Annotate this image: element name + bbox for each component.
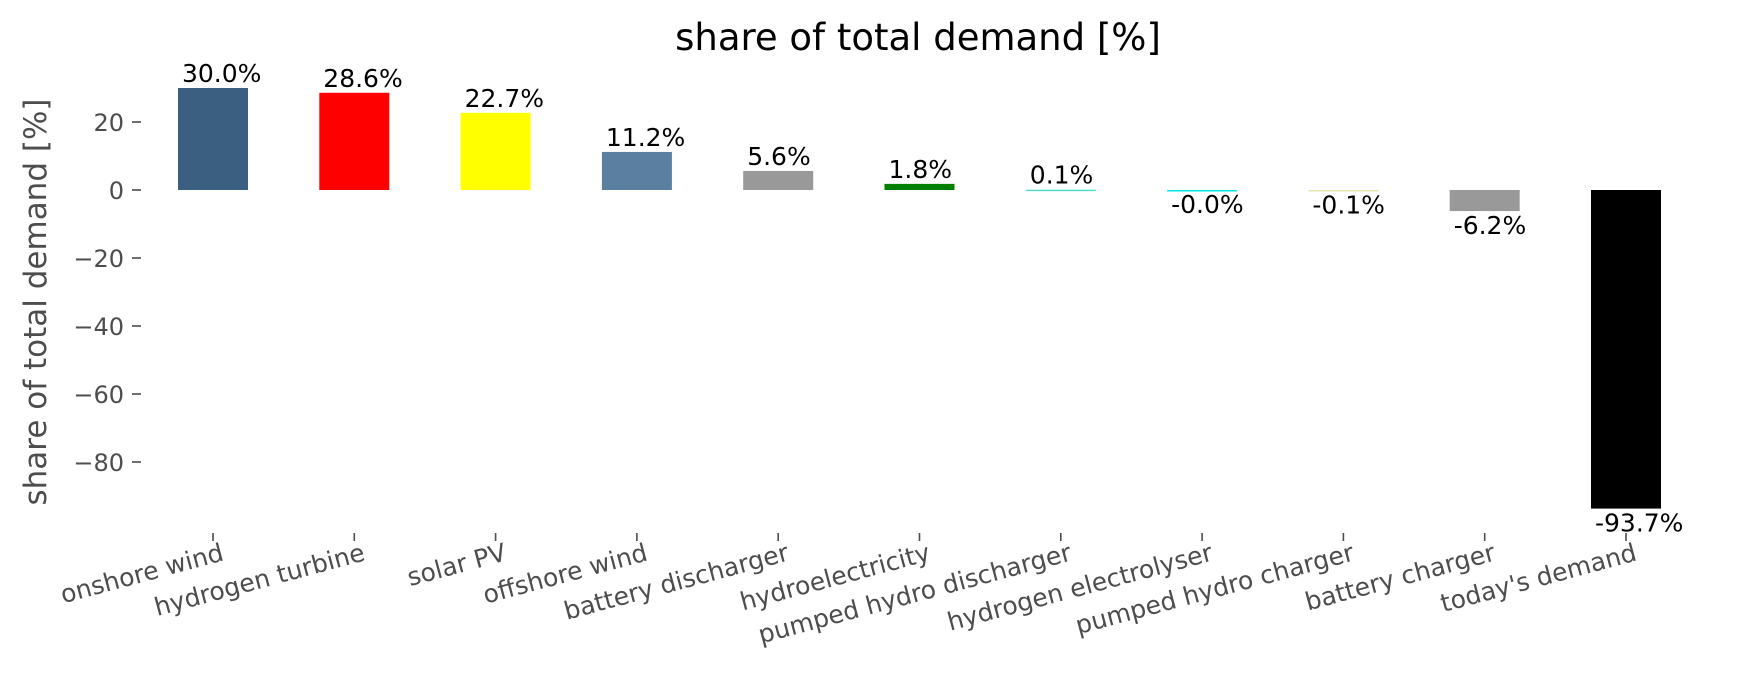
bar-solar-pv [460, 112, 531, 190]
y-tick-label: −80 [73, 449, 124, 477]
value-label-solar-pv: 22.7% [465, 84, 544, 113]
bar-hydrogen-electrolyser [1167, 190, 1238, 192]
y-tick-label: −60 [73, 381, 124, 409]
bar-hydrogen-turbine [319, 92, 390, 190]
y-tick-label: −40 [73, 313, 124, 341]
value-label-pumped-hydro-discharger: 0.1% [1030, 161, 1094, 190]
bar-today-s-demand [1591, 190, 1661, 509]
y-axis: 20 0 −20 −40 −60 −80 [73, 109, 141, 477]
value-label-pumped-hydro-charger: -0.1% [1312, 190, 1385, 219]
value-label-hydroelectricity: 1.8% [889, 155, 953, 184]
bar-battery-charger [1449, 190, 1520, 212]
y-tick-label: −20 [73, 245, 124, 273]
bar-onshore-wind [178, 88, 248, 190]
value-label-onshore-wind: 30.0% [182, 59, 261, 88]
value-label-battery-charger: -6.2% [1454, 211, 1527, 240]
value-label-hydrogen-electrolyser: -0.0% [1171, 190, 1244, 219]
bar-battery-discharger [743, 170, 814, 190]
bar-hydroelectricity [884, 183, 955, 190]
y-tick-label: 0 [109, 177, 124, 205]
bars [178, 88, 1661, 509]
value-label-offshore-wind: 11.2% [606, 123, 685, 152]
value-label-battery-discharger: 5.6% [747, 142, 811, 171]
value-label-today-s-demand: -93.7% [1595, 509, 1683, 538]
bar-offshore-wind [601, 151, 672, 190]
y-tick-label: 20 [93, 109, 124, 137]
value-labels: 30.0% 28.6% 22.7% 11.2% 5.6% 1.8% 0.1% -0.0% -0.… [182, 59, 1683, 538]
y-axis-label: share of total demand [%] [18, 98, 54, 505]
chart-title: share of total demand [%] [675, 16, 1161, 59]
bar-pumped-hydro-discharger [1025, 189, 1096, 192]
value-label-hydrogen-turbine: 28.6% [323, 64, 402, 93]
bar-pumped-hydro-charger [1308, 190, 1379, 192]
